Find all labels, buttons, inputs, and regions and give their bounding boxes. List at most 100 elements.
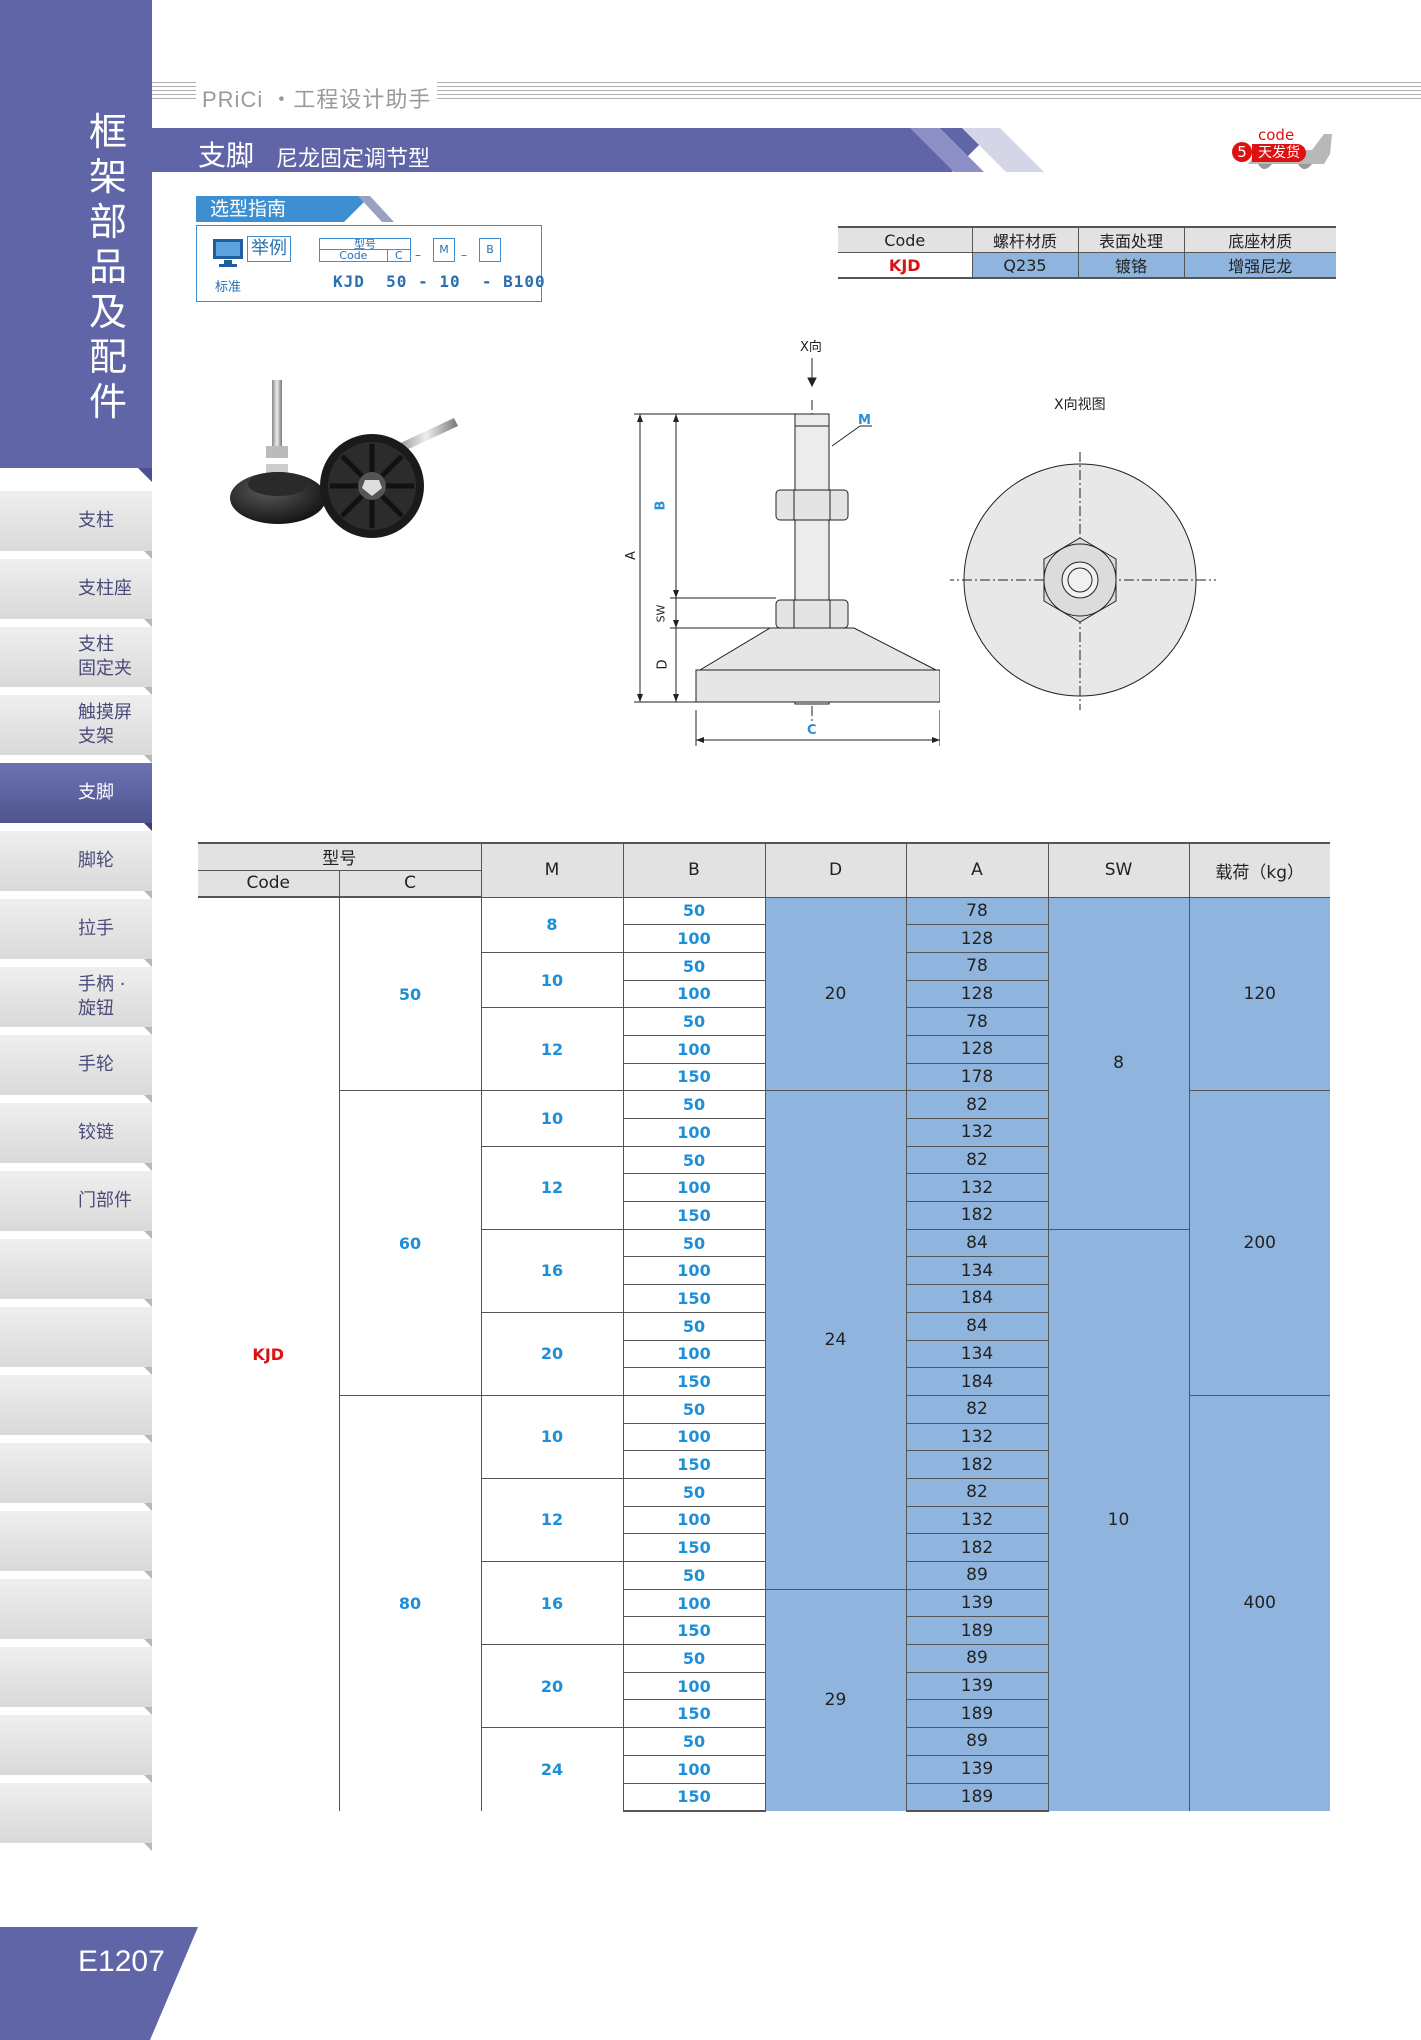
header-sw: SW (1047, 842, 1189, 897)
dim-a-label: A (623, 551, 639, 560)
cell-load: 400 (1188, 1394, 1330, 1811)
cell-d: 24 (764, 1090, 906, 1590)
cell-b: 150 (622, 1367, 765, 1396)
sidebar-tab-3[interactable]: 触摸屏支架 (0, 695, 152, 763)
cell-load: 200 (1188, 1090, 1330, 1396)
guide-title-decor (358, 196, 394, 222)
cell-a: 82 (905, 1394, 1048, 1424)
cell-a: 82 (905, 1477, 1048, 1507)
cell-b: 50 (622, 896, 765, 925)
category-title-char: 部 (88, 200, 127, 244)
sidebar-tab-4[interactable]: 支脚 (0, 763, 152, 831)
cell-a: 134 (905, 1339, 1048, 1368)
cell-m: 12 (480, 1477, 623, 1562)
cell-a: 189 (905, 1699, 1048, 1728)
sidebar-tab-16[interactable] (0, 1579, 152, 1647)
monitor-icon (213, 239, 243, 267)
cell-b: 100 (622, 1671, 765, 1700)
cell-a: 84 (905, 1311, 1048, 1340)
sidebar-tab-8[interactable]: 手轮 (0, 1035, 152, 1103)
sidebar-tab-0[interactable]: 支柱 (0, 491, 152, 559)
sidebar-tab-5[interactable]: 脚轮 (0, 831, 152, 899)
table-row: 150 184 (198, 1367, 1330, 1396)
sidebar-tab-12[interactable] (0, 1307, 152, 1375)
cell-m: 24 (480, 1727, 623, 1811)
sidebar-tab-label: 支柱座 (78, 578, 132, 599)
badge-code-label: code (1258, 126, 1295, 144)
dim-b-label: B (653, 500, 669, 511)
guide-c-label: C (395, 249, 403, 262)
cell-a: 189 (905, 1616, 1048, 1645)
badge-days-number: 5 (1232, 142, 1252, 162)
sidebar-tab-label: 支柱 (78, 634, 114, 655)
sidebar-tab-9[interactable]: 铰链 (0, 1103, 152, 1171)
cell-a: 78 (905, 896, 1048, 925)
cell-b: 150 (622, 1450, 765, 1479)
sidebar-tab-15[interactable] (0, 1511, 152, 1579)
cell-sw: 10 (1047, 1228, 1189, 1811)
cell-m: 16 (480, 1228, 623, 1313)
cell-m: 20 (480, 1311, 623, 1396)
header-d: D (764, 842, 906, 897)
sidebar-tab-17[interactable] (0, 1647, 152, 1715)
cell-m: 10 (480, 1394, 623, 1479)
page-number-tab (0, 1927, 198, 2040)
table-row: 150 189 (198, 1616, 1330, 1645)
sidebar-tab-2[interactable]: 支柱固定夹 (0, 627, 152, 695)
example-label: 举例 (247, 236, 291, 262)
sidebar-tab-label: 旋钮 (78, 998, 114, 1019)
cell-b: 150 (622, 1699, 765, 1728)
table-row: 150 189 (198, 1699, 1330, 1728)
sidebar-tab-19[interactable] (0, 1783, 152, 1851)
sidebar-tab-14[interactable] (0, 1443, 152, 1511)
sidebar-tab-11[interactable] (0, 1239, 152, 1307)
sidebar-tab-10[interactable]: 门部件 (0, 1171, 152, 1239)
sidebar-tab-18[interactable] (0, 1715, 152, 1783)
sidebar-tab-7[interactable]: 手柄 ·旋钮 (0, 967, 152, 1035)
sidebar-tab-label: 铰链 (78, 1122, 114, 1143)
cell-b: 150 (622, 1616, 765, 1645)
badge-days-text: 天发货 (1252, 144, 1306, 162)
page-number: E1207 (78, 1945, 165, 1978)
x-view-label: X向视图 (1054, 397, 1106, 413)
header-model: 型号 (198, 842, 481, 870)
guide-code-label: Code (320, 250, 388, 261)
cell-a: 134 (905, 1256, 1048, 1285)
cell-a: 184 (905, 1367, 1048, 1396)
cell-a: 132 (905, 1173, 1048, 1202)
cell-b: 50 (622, 1727, 765, 1756)
sidebar-tab-label: 手轮 (78, 1054, 114, 1075)
mat-screw: Q235 (971, 252, 1078, 279)
guide-title: 选型指南 (196, 196, 370, 222)
cell-b: 100 (622, 1256, 765, 1285)
sidebar-tab-6[interactable]: 拉手 (0, 899, 152, 967)
cell-m: 10 (480, 1090, 623, 1147)
standard-label: 标准 (215, 280, 242, 295)
page-subtitle: 尼龙固定调节型 (276, 147, 431, 172)
sidebar-tab-label: 脚轮 (78, 850, 114, 871)
cell-b: 50 (622, 1561, 765, 1590)
cell-b: 100 (622, 1588, 765, 1617)
cell-a: 139 (905, 1588, 1048, 1617)
cell-a: 132 (905, 1422, 1048, 1451)
cell-d: 20 (764, 896, 906, 1091)
cell-a: 78 (905, 1007, 1048, 1036)
cell-a: 78 (905, 951, 1048, 981)
cell-a: 84 (905, 1228, 1048, 1257)
cell-b: 100 (622, 1754, 765, 1783)
sidebar-tab-13[interactable] (0, 1375, 152, 1443)
cell-b: 150 (622, 1201, 765, 1230)
sidebar: 框架部品及配件 支柱支柱座支柱固定夹触摸屏支架支脚脚轮拉手手柄 ·旋钮手轮铰链门… (0, 0, 198, 2040)
sidebar-tab-1[interactable]: 支柱座 (0, 559, 152, 627)
